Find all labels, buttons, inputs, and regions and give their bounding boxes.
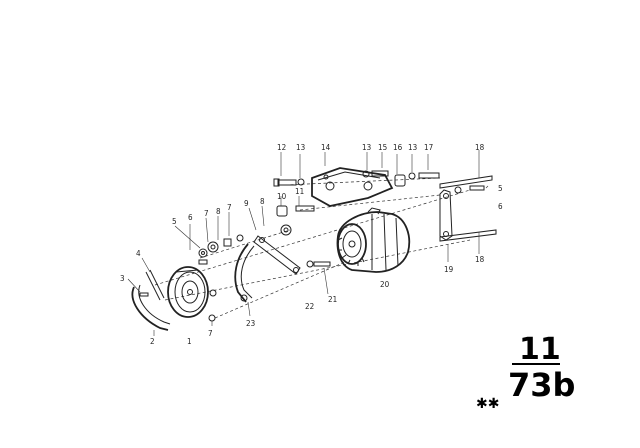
alternator — [336, 207, 411, 273]
bolts-upper-left — [273, 178, 315, 217]
adjusting-strap — [253, 235, 301, 275]
callout-13: 13 — [362, 143, 371, 152]
callout-labels: 12 13 14 13 15 16 13 17 18 5 6 18 19 20 … — [120, 143, 503, 346]
callout-23: 23 — [246, 319, 255, 328]
callout-20: 20 — [380, 280, 390, 289]
callout-8: 8 — [260, 197, 265, 206]
callout-6: 6 — [188, 213, 193, 222]
assembly-axis-lines — [154, 177, 471, 319]
callout-6: 6 — [498, 202, 503, 211]
group-code-top: 11 — [519, 332, 561, 367]
callout-5: 5 — [498, 184, 503, 193]
callout-15: 15 — [378, 143, 387, 152]
pulley-hardware — [139, 289, 217, 322]
pulley — [167, 266, 209, 318]
group-code: 11 73b ✱✱ — [476, 332, 575, 412]
callout-4: 4 — [136, 249, 141, 258]
callout-8: 8 — [216, 207, 221, 216]
bolt-21 — [306, 260, 331, 268]
leader-lines — [127, 150, 489, 336]
washers-nuts-left — [198, 224, 292, 265]
callout-19: 19 — [444, 265, 454, 274]
callout-3: 3 — [120, 274, 125, 283]
bolts-upper-right — [362, 170, 440, 187]
callout-9: 9 — [244, 199, 249, 208]
long-bolts — [439, 175, 497, 242]
callout-16: 16 — [393, 143, 403, 152]
callout-11: 11 — [295, 187, 304, 196]
callout-7: 7 — [208, 329, 213, 338]
callout-21: 21 — [328, 295, 337, 304]
mounting-bracket — [311, 167, 394, 207]
callout-1: 1 — [187, 337, 192, 346]
callout-17: 17 — [424, 143, 433, 152]
group-code-bottom: 73b — [508, 366, 575, 404]
callout-14: 14 — [321, 143, 331, 152]
v-belt — [131, 269, 171, 331]
callout-5: 5 — [172, 217, 177, 226]
callout-12: 12 — [277, 143, 286, 152]
callout-13: 13 — [408, 143, 417, 152]
callout-18: 18 — [475, 143, 485, 152]
curved-bracket — [234, 243, 255, 303]
callout-7: 7 — [204, 209, 209, 218]
callout-7: 7 — [227, 203, 232, 212]
callout-10: 10 — [277, 192, 287, 201]
callout-13: 13 — [296, 143, 305, 152]
callout-22: 22 — [305, 302, 314, 311]
callout-18: 18 — [475, 255, 485, 264]
group-code-stars: ✱✱ — [476, 396, 499, 412]
callout-2: 2 — [150, 337, 155, 346]
